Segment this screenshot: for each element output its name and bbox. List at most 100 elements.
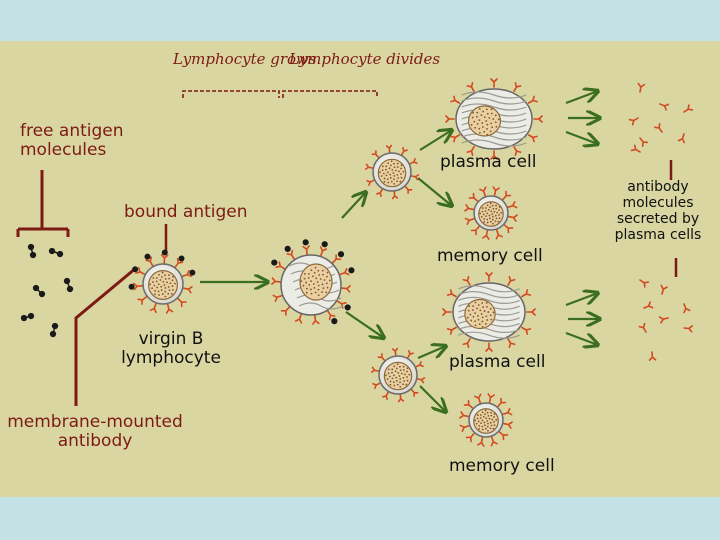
antibody-y [630,144,641,153]
antibody-y [502,190,512,201]
free-antigen-pointer [16,170,70,237]
antibody-y [527,95,538,104]
antibody-y [648,351,657,361]
antibody-y [182,286,193,294]
antibody-y [391,191,399,200]
cell-nucleus [148,270,179,301]
antibody-y [331,254,342,264]
antibody-y [643,301,654,309]
antibody-y [470,225,480,236]
cell-layer [142,88,533,438]
antibody-y [465,432,475,443]
antibody-y [382,391,389,400]
antibody-y [280,306,291,316]
antibody-y [271,277,281,285]
antibody-y [468,192,479,202]
antibody-y [410,174,420,181]
label-memory-cell-bottom: memory cell [449,456,555,476]
antibody-y [286,249,295,260]
process-arrows [200,91,600,412]
antibody-y [527,134,538,143]
bound-antigen-dot [344,304,351,311]
label-plasma-cell-top: plasma cell [440,152,537,172]
antibody-y [160,254,169,264]
antibody-y [654,122,663,133]
antibody-y [459,424,470,432]
antibody-y [513,82,522,93]
antibody-y [464,217,475,225]
antibody-y [174,257,184,268]
bound-antigen-dot [271,259,278,266]
bound-antigen-dot [132,266,139,273]
antibody-y [370,366,380,373]
antibody-y [415,361,424,368]
antibody-y [371,150,380,159]
antibody-y [485,272,493,282]
antibody-y [507,275,516,286]
label-memory-cell-top: memory cell [437,246,543,266]
label-membrane-antibody: membrane-mounted antibody [7,412,183,451]
antibody-y [659,103,670,111]
antibody-y [637,82,646,93]
antibody-y [410,388,419,397]
bound-antigen-dot [337,251,345,258]
antibody-y [466,82,475,93]
antibody-y [339,268,350,276]
antibody-y [487,393,495,404]
antibody-y [464,204,475,212]
antibody-y [495,229,503,240]
antibody-y [135,267,146,275]
antibody-y [181,269,192,278]
antibody-y [446,289,457,298]
antibody-y [442,308,452,316]
antibody-y [341,285,351,293]
label-virgin-b-lymphocyte: virgin B lymphocyte [121,329,221,368]
antibody-y [482,229,490,240]
antibody-y [376,188,383,197]
antibody-layer [133,78,694,447]
bound-antigen-dot [331,318,338,325]
bound-antigen-dot [161,249,168,256]
cell-nucleus [478,201,504,227]
antibody-y [312,314,320,325]
antibody-y [446,326,457,335]
antibody-y [683,325,694,333]
antibody-y [490,436,498,447]
antibody-y [177,297,187,308]
antibody-y [450,95,461,104]
label-bound-antigen: bound antigen [124,202,248,222]
antibody-y [462,275,471,286]
antibody-y [294,313,303,324]
bound-antigen-dot [302,239,309,246]
bound-antigen-dot [321,241,328,248]
bound-antigen-dot [144,253,151,260]
antibody-y [416,377,426,384]
antibody-y [479,186,487,197]
antibody-y [638,322,647,333]
antibody-y [677,133,686,144]
label-lymphocyte-divides: Lymphocyte divides [289,50,441,68]
antibody-y [463,399,474,409]
antibody-y [513,145,522,156]
membrane-antibody-pointer [74,266,137,406]
label-antibody-molecules: antibody molecules secreted by plasma ce… [614,179,702,243]
antibody-y [683,303,691,314]
label-free-antigen: free antigen molecules [20,121,124,160]
antibody-y [507,338,516,349]
antibody-y [526,308,536,316]
antibody-y [521,326,532,335]
label-lymphocyte-grows: Lymphocyte grows [173,50,317,68]
cell-nucleus [383,361,413,391]
antibody-y [521,289,532,298]
cell-nucleus [377,158,407,188]
antibody-y [658,316,669,324]
antibody-y [385,144,393,153]
antibody-y [639,279,650,288]
antibody-y [459,411,470,419]
antibody-y [149,302,157,314]
antibody-y [462,338,471,349]
antibody-y [503,224,514,234]
antibody-y [397,394,405,403]
antibody-y [366,179,375,186]
bound-antigen-dot [348,267,355,274]
